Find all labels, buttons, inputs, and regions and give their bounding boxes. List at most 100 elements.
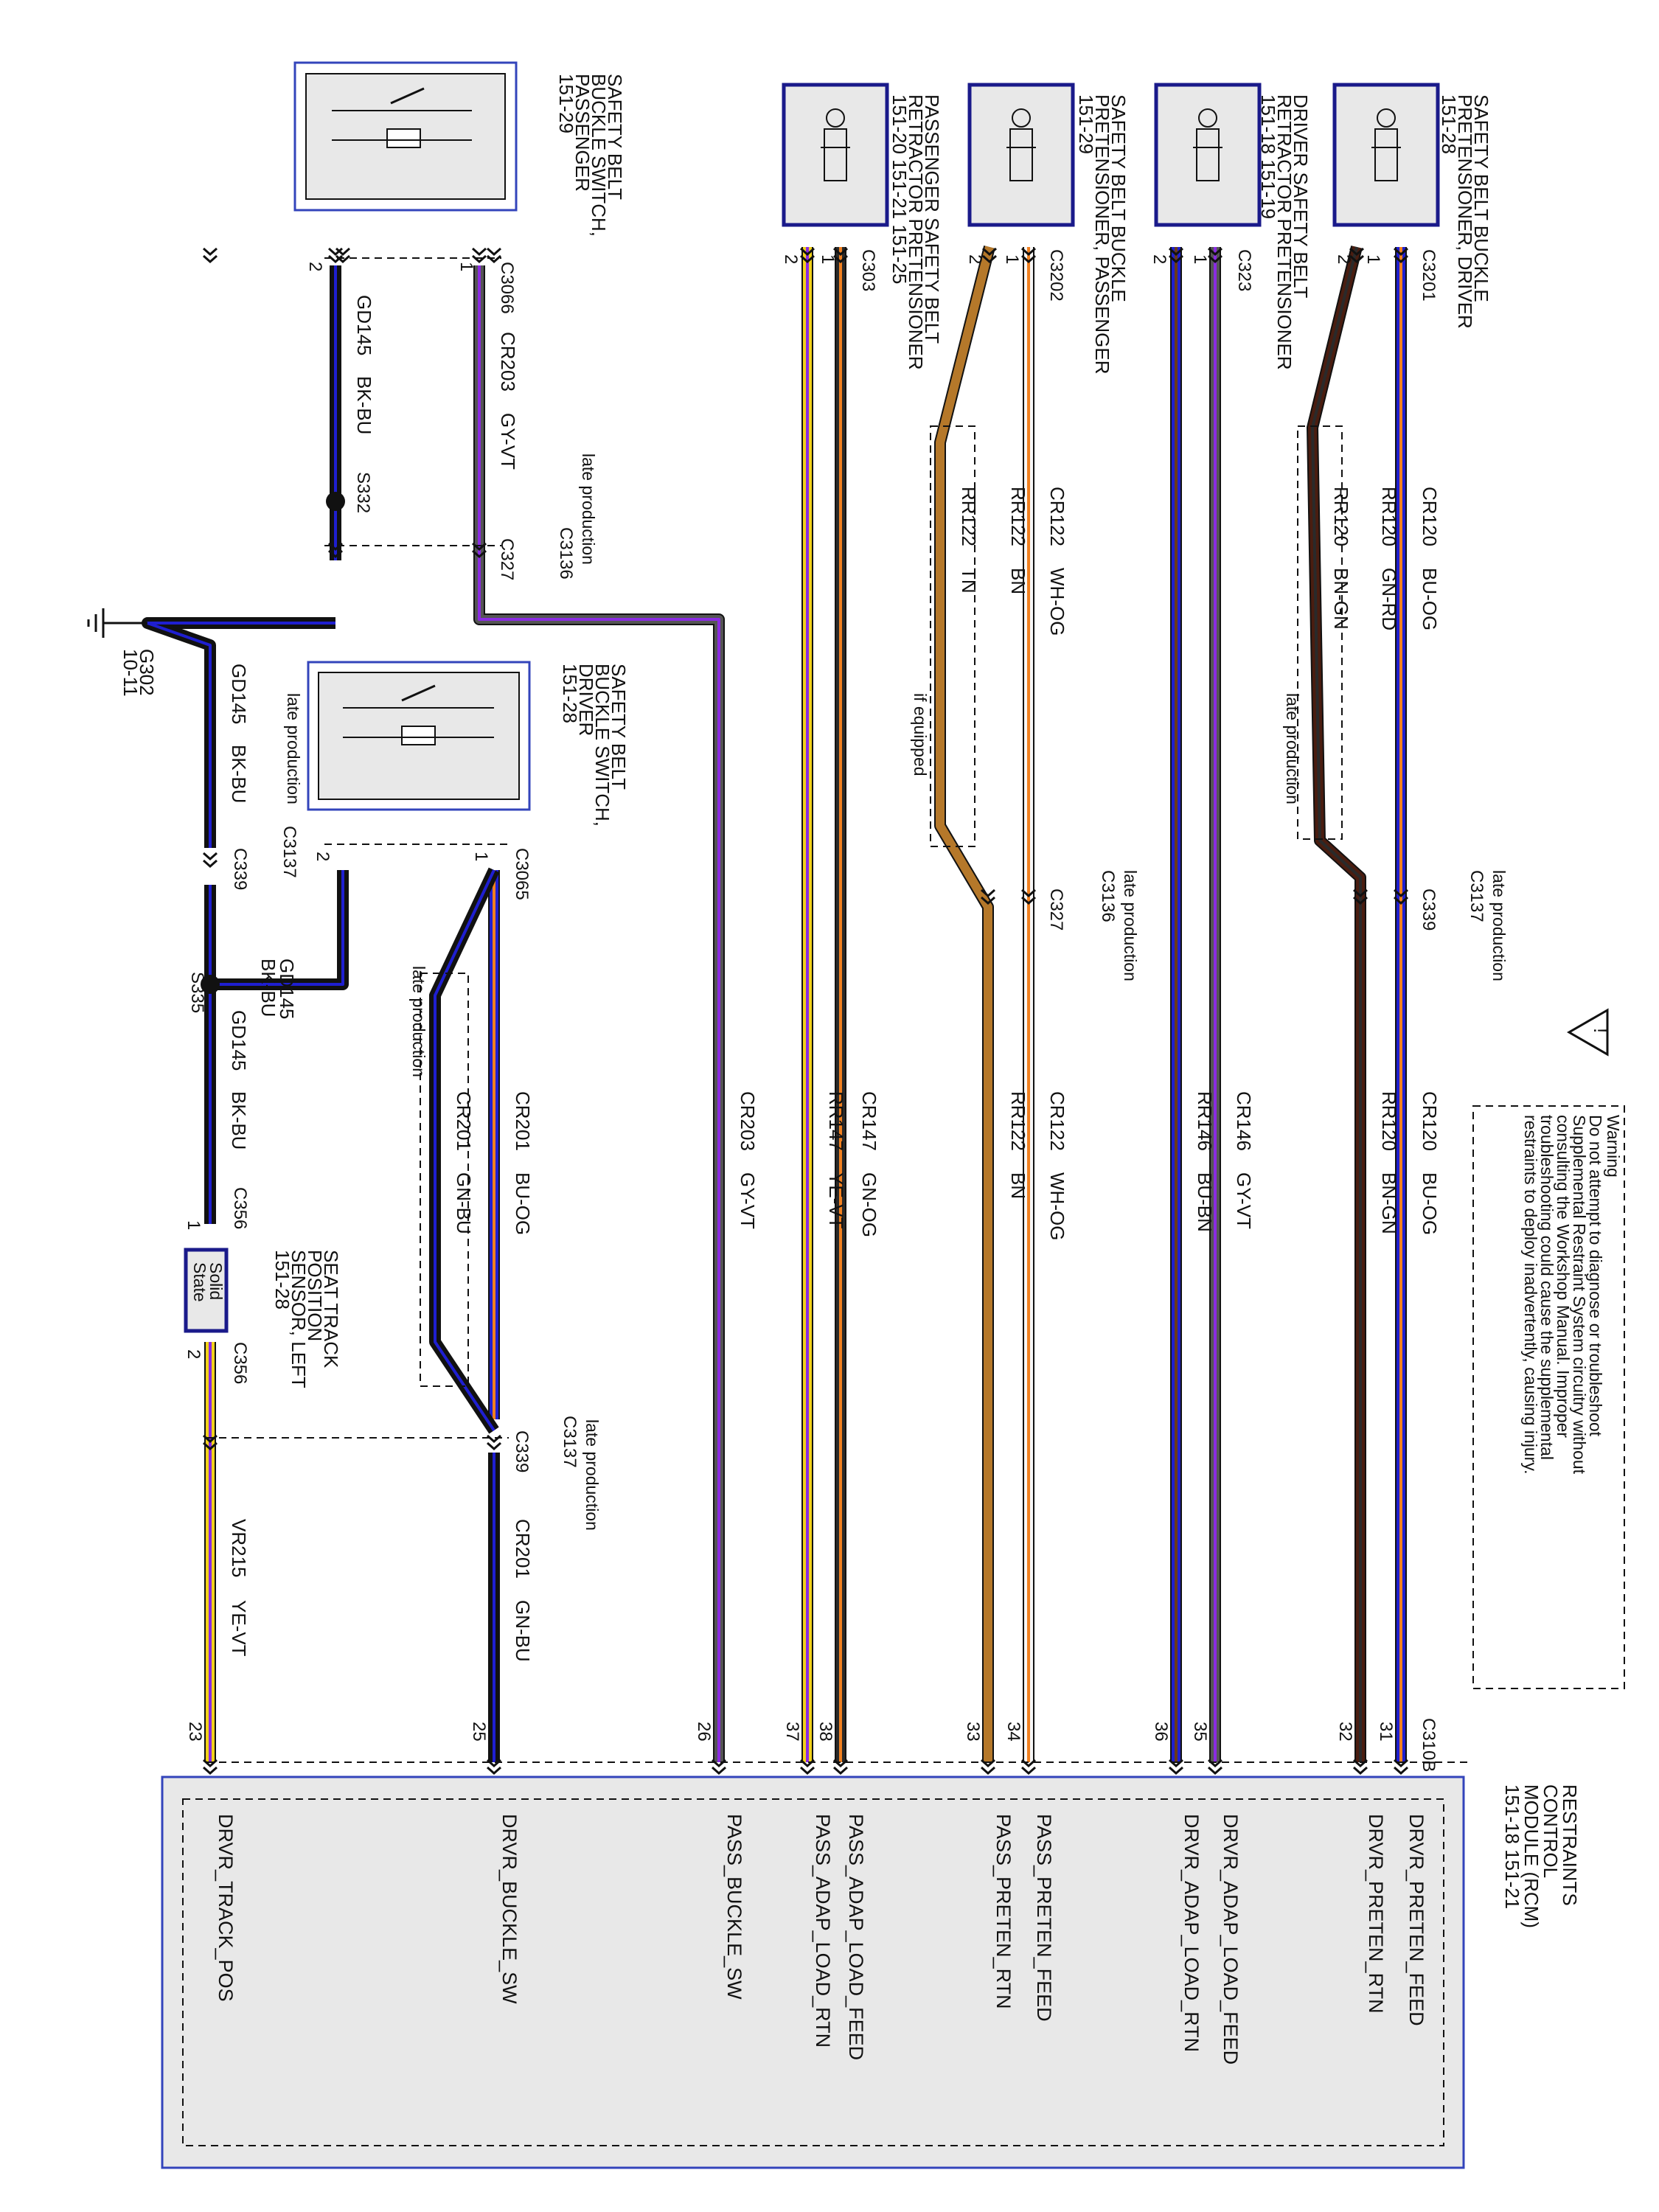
- wire-label-gd145_a-color: BK-BU: [353, 376, 375, 434]
- wire-label-cr122-id: CR122: [1046, 487, 1068, 546]
- warning-box: [1472, 1105, 1625, 1689]
- wire-label-vr215-id: VR215: [228, 1519, 250, 1578]
- connector-c339-gnd: C339: [230, 848, 250, 890]
- buckle-switch-passenger-label-line-2: PASSENGER: [571, 74, 594, 192]
- terminal-arrow-top-5-b: [982, 254, 997, 264]
- warning-title: Warning: [1604, 1115, 1623, 1178]
- terminal-arrow-rcm-7-b: [800, 1766, 815, 1775]
- pretensioner-driver-box-body: [1374, 128, 1398, 181]
- warning-text-line-2: consulting the Workshop Manual. Improper: [1554, 1115, 1573, 1438]
- connector-c3136-b: C3136: [556, 527, 576, 580]
- terminal-arrow-c327-0-b: [472, 549, 487, 559]
- rcm-signal-33: PASS_PRETEN_RTN: [992, 1814, 1015, 2009]
- connector-c327-passenger: C327: [497, 538, 517, 580]
- terminal-arrow-top-6: [833, 247, 848, 257]
- wire-label-cr201_upper-id: CR201: [512, 1091, 534, 1151]
- warning-triangle-icon: [1566, 1008, 1609, 1057]
- terminal-arrow-rcm-0: [1394, 1759, 1408, 1768]
- retractor-driver-label-line-1: RETRACTOR PRETENSIONER: [1273, 94, 1295, 370]
- terminal-arrow-top-11: [335, 247, 350, 257]
- wire-label-cr120-color: BU-OG: [1419, 568, 1441, 630]
- buckle-switch-passenger-label-line-1: BUCKLE SWITCH,: [588, 74, 610, 237]
- rcm-pin-31: 31: [1376, 1722, 1396, 1742]
- rcm-module: [161, 1775, 1465, 2169]
- terminal-arrow-rcm-10: [203, 1759, 218, 1768]
- wire-label-rr120_upper-color: GN-RD: [1378, 568, 1400, 630]
- wire-label-cr203_upper-id: CR203: [497, 332, 519, 392]
- terminal-arrow-rcm-2: [1208, 1759, 1222, 1768]
- terminal-arrow-top-6-b: [833, 254, 848, 264]
- connector-c339-buckle: C339: [512, 1430, 532, 1472]
- retractor-driver-box-igniter-icon: [1198, 108, 1217, 128]
- splice-s332: [326, 492, 345, 511]
- pretensioner-passenger-label-line-2: 151-29: [1075, 94, 1097, 154]
- pretensioner-driver-box: [1332, 83, 1440, 227]
- rcm-signal-37: PASS_ADAP_LOAD_RTN: [812, 1814, 834, 2048]
- terminal-arrow-mid-1: [1353, 888, 1368, 898]
- rcm-label-line-2: MODULE (RCM): [1520, 1784, 1543, 1928]
- wire-label-rr120_late-color: BN-GN: [1330, 568, 1352, 630]
- terminal-arrow-top-11-b: [335, 254, 350, 264]
- terminal-arrow-top-12-b: [203, 254, 218, 264]
- late-production-note-4: late production: [284, 693, 303, 804]
- terminal-arrow-rcm-8-b: [712, 1766, 726, 1775]
- terminal-arrow-rcm-3-b: [1169, 1766, 1183, 1775]
- wire-label-cr147-color: GN-OG: [858, 1172, 880, 1237]
- buckle-switch-driver-resistor-icon: [401, 726, 436, 745]
- wire-label-cr201_late-id: CR201: [453, 1091, 475, 1151]
- wire-label-gd145_c-color: BK-BU: [228, 1091, 250, 1150]
- splice-s335-label: S335: [187, 972, 207, 1013]
- buckle-switch-driver-label-line-2: DRIVER: [575, 664, 597, 736]
- buckle-switch-passenger-frame: [293, 61, 518, 212]
- component-pin-12: 1: [184, 1220, 204, 1230]
- late-production-note-3: late production: [579, 453, 598, 565]
- terminal-arrow-top-8: [472, 247, 487, 257]
- buckle-switch-driver-label-line-1: BUCKLE SWITCH,: [591, 664, 613, 827]
- rcm-pin-36: 36: [1151, 1722, 1171, 1742]
- wire-label-gd145_a-id: GD145: [353, 295, 375, 355]
- wire-label-cr120-color: BU-OG: [1419, 1172, 1441, 1235]
- connector-c327-mid: C327: [1046, 888, 1066, 931]
- component-pin-3: 1: [1190, 254, 1210, 264]
- wire-label-cr201_upper-color: BU-OG: [512, 1172, 534, 1235]
- warning-text-line-0: Do not attempt to diagnose or troublesho…: [1586, 1115, 1605, 1437]
- wire-label-rr120_lower-id: RR120: [1378, 1091, 1400, 1151]
- terminal-arrow-top-0: [1394, 247, 1408, 257]
- terminal-arrow-rcm-9-b: [487, 1766, 501, 1775]
- component-pin-5: 1: [1002, 254, 1022, 264]
- rcm-signal-23: DRVR_TRACK_POS: [215, 1814, 237, 2002]
- retractor-driver-label-line-2: 151-18 151-19: [1257, 94, 1279, 219]
- rcm-signal-26: PASS_BUCKLE_SW: [723, 1814, 745, 2000]
- connector-c356-b: C356: [230, 1342, 250, 1384]
- wires-layer: [142, 246, 1407, 1762]
- rcm-signal-38: PASS_ADAP_LOAD_FEED: [845, 1814, 867, 2060]
- wire-label-rr122_lower-id: RR122: [1007, 1091, 1029, 1151]
- buckle-switch-driver-label-line-3: 151-28: [559, 664, 581, 723]
- retractor-passenger-box-body: [824, 128, 847, 181]
- terminal-arrow-top-3: [1169, 247, 1183, 257]
- terminal-arrow-mid-3: [981, 888, 995, 898]
- connector-c3066: C3066: [497, 262, 517, 314]
- seat-track-sensor-inner-line-1: State: [190, 1262, 209, 1302]
- pretensioner-passenger-box: [967, 83, 1075, 227]
- terminal-arrow-rcm-4: [1021, 1759, 1036, 1768]
- rcm-label-line-3: 151-18 151-21: [1501, 1784, 1523, 1909]
- rcm-pin-34: 34: [1004, 1722, 1023, 1742]
- splice-s332-label: S332: [353, 472, 373, 513]
- components-layer: [87, 61, 1625, 2169]
- rcm-signal-35: DRVR_ADAP_LOAD_FEED: [1220, 1814, 1242, 2065]
- pretensioner-driver-box-igniter-icon: [1377, 108, 1396, 128]
- ground-label-line-1: 10-11: [119, 649, 142, 697]
- rcm-pin-38: 38: [815, 1722, 835, 1742]
- late-production-box-rr122: [930, 425, 975, 847]
- pretensioner-passenger-label-line-0: SAFETY BELT BUCKLE: [1107, 94, 1130, 302]
- wire-label-rr122_upper-color: BN: [1007, 568, 1029, 594]
- warning-text-line-4: restraints to deploy inadvertently, caus…: [1521, 1115, 1540, 1475]
- rcm-label-line-1: CONTROL: [1540, 1784, 1562, 1878]
- connector-c303: C303: [858, 249, 878, 291]
- connector-c3137-c: C3137: [560, 1416, 580, 1468]
- wire-label-cr203_lower-color: GY-VT: [737, 1172, 759, 1229]
- component-pin-8: 2: [305, 262, 325, 271]
- terminal-arrow-rcm-5: [981, 1759, 995, 1768]
